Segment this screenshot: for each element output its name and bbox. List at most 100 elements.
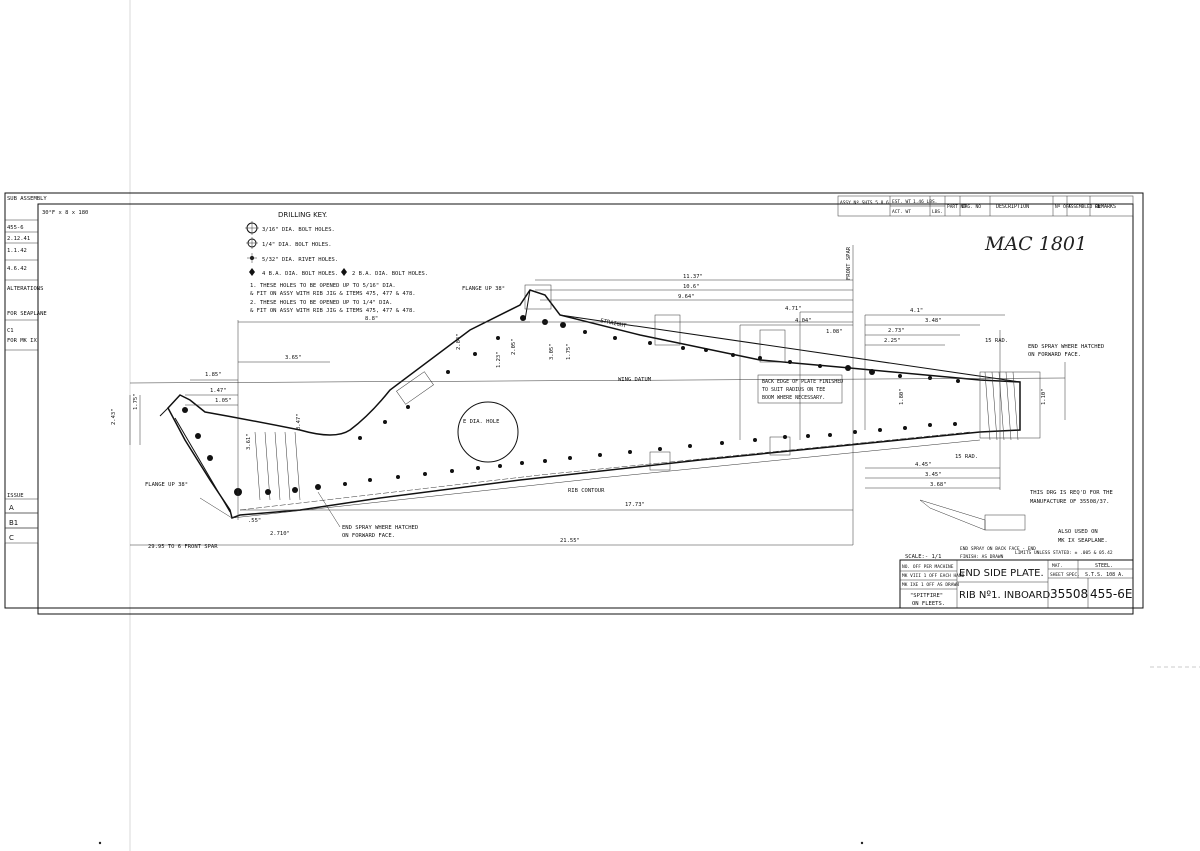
rev-entry: C1 — [7, 328, 14, 334]
material: STEEL. — [1095, 563, 1113, 569]
rivet-holes — [182, 315, 960, 496]
handwritten-reference: MAC 1801 — [984, 233, 1087, 255]
dim-label: .55" — [248, 518, 261, 524]
rev-entry: 4.6.42 — [7, 266, 27, 272]
dim-label: 1.23" — [496, 351, 502, 368]
parts-header-block: ASSY Nº SHTS 5.8.6 EST. WT 1.46 LBS. ACT… — [837, 195, 1134, 217]
drill-key-item: 4 B.A. DIA. BOLT HOLES. — [262, 271, 338, 277]
annotations: FLANGE UP 38° FLANGE UP 38° STRAIGHT WIN… — [145, 246, 1113, 550]
rev-entry: FOR SEAPLANE — [7, 311, 47, 317]
straight-label: STRAIGHT — [600, 318, 628, 330]
dim-label: 1.80" — [899, 388, 905, 405]
dimension-labels: 11.37" 10.6" 9.64" 4.71" 4.04" 1.08" 4.1… — [111, 274, 1047, 544]
dim-label: 4.45" — [915, 462, 932, 468]
dim-label: 1.10" — [1041, 388, 1047, 405]
header-part-no: PART NO — [947, 204, 966, 210]
front-spar-right: FRONT SPAR — [846, 246, 852, 280]
limits-label: LIMITS UNLESS STATED: ± .005 & 05.42 — [1015, 550, 1113, 556]
dim-label: 21.55" — [560, 538, 580, 544]
drawing-frame — [37, 203, 1134, 615]
part-number: 455-6E — [1090, 587, 1132, 601]
front-spar-label: 29.95 TO 6 FRONT SPAR — [148, 544, 218, 550]
dim-label: 1.75" — [133, 393, 139, 410]
drg-note: THIS DRG IS REQ'D FOR THE — [1030, 490, 1113, 496]
drill-key-item: 2 B.A. DIA. BOLT HOLES. — [352, 271, 428, 277]
drawing-number: 35508 — [1050, 587, 1088, 601]
large-lightening-hole — [457, 401, 519, 463]
drill-key-item: 5/32" DIA. RIVET HOLES. — [262, 257, 338, 263]
back-edge-note: BOOM WHERE NECESSARY. — [762, 395, 825, 401]
rev-entry: FOR MK IX — [7, 338, 37, 344]
drilling-key-title: DRILLING KEY. — [278, 211, 327, 219]
scale-note: 30°F x 8 x 180 — [42, 210, 88, 216]
header-drg-no: DRG. NO — [962, 204, 981, 210]
rev-entry: 2.12.41 — [7, 236, 30, 242]
dim-label: 4.04" — [795, 318, 812, 324]
mk-viii-label: MK VIII 1 OFF EACH HAND — [902, 573, 965, 579]
end-spray-title: END SPRAY ON BACK FACE - END — [960, 546, 1036, 552]
part-subtitle: RIB Nº1. INBOARD. — [959, 590, 1053, 601]
also-used-note: MK IX SEAPLANE. — [1058, 538, 1108, 544]
header-lbs: LBS. — [932, 209, 943, 215]
dim-label: 10.6" — [683, 284, 700, 290]
spec-label: SHEET SPEC. — [1050, 572, 1080, 578]
dim-label: 4.71" — [785, 306, 802, 312]
dim-label: 1.05" — [215, 398, 232, 404]
dim-label: 1.47" — [210, 388, 227, 394]
drilling-key: DRILLING KEY. 3/16" DIA. BOLT HOLES. 1/4… — [245, 211, 428, 314]
drill-key-item: 1/4" DIA. BOLT HOLES. — [262, 242, 332, 248]
dim-label: 2.84" — [456, 333, 462, 350]
header-act-wt: ACT. WT — [892, 209, 911, 215]
drill-key-note: & FIT ON ASSY WITH RIB JIG & ITEMS 475, … — [250, 291, 416, 297]
also-used-note: ALSO USED ON — [1058, 529, 1098, 535]
dim-label: 3.45" — [925, 472, 942, 478]
title-block: SCALE:- 1/1 NO. OFF PER MACHINE MK VIII … — [899, 546, 1134, 609]
scale-label: SCALE:- 1/1 — [905, 554, 941, 560]
dim-label: 8.8" — [365, 316, 378, 322]
back-edge-note: TO SUIT RADIUS ON TEE — [762, 387, 825, 393]
rev-entry: 455-6 — [7, 225, 24, 231]
mat-label: MAT. — [1052, 563, 1063, 569]
rib-contour-label: RIB CONTOUR — [568, 488, 605, 494]
dim-label: 3.61" — [246, 433, 252, 450]
header-description: DESCRIPTION — [996, 204, 1029, 210]
dim-label: 1.08" — [826, 329, 843, 335]
dim-label: 3.47" — [296, 413, 302, 430]
dim-label: 1.85" — [205, 372, 222, 378]
header-assy: ASSY Nº SHTS 5.8.6 — [840, 200, 889, 206]
wing-datum-label: WING DATUM — [618, 377, 652, 383]
finish-label: FINISH: AS DRAWN — [960, 554, 1004, 560]
drawing-border — [4, 192, 1144, 609]
spec-value: S.T.S. 108 A. — [1085, 572, 1124, 578]
dim-label: 17.73" — [625, 502, 645, 508]
dim-label: 3.05" — [549, 343, 555, 360]
dim-label: 9.64" — [678, 294, 695, 300]
header-assembled-on: ASSEMBLED ON — [1068, 204, 1101, 210]
drg-note: MANUFACTURE OF 35508/37. — [1030, 499, 1109, 505]
flange-up-left: FLANGE UP 38° — [145, 482, 188, 488]
part-title: END SIDE PLATE. — [959, 568, 1044, 579]
end-spray-note: ON FORWARD FACE. — [342, 533, 395, 539]
drill-key-item: 3/16" DIA. BOLT HOLES. — [262, 227, 335, 233]
dim-label: 2.710" — [270, 531, 290, 537]
dim-label: 2.25" — [884, 338, 901, 344]
end-spray-note: END SPRAY WHERE HATCHED — [342, 525, 418, 531]
header-est-val: 1.46 LBS. — [913, 199, 937, 205]
fleets-label: ON FLEETS. — [912, 601, 945, 607]
revision-column: SUB ASSEMBLY 455-6 2.12.41 1.1.42 4.6.42… — [4, 196, 47, 544]
dim-label: 2.43" — [111, 408, 117, 425]
issue-letter: A — [9, 504, 14, 512]
mk-ix-label: MK IXE 1 OFF AS DRAWN — [902, 582, 959, 588]
header-est-wt: EST. WT — [892, 199, 911, 205]
spitfire-label: "SPITFIRE" — [910, 593, 943, 599]
dim-label: 11.37" — [683, 274, 703, 280]
header-remarks: REMARKS — [1095, 204, 1116, 210]
issue-label: ISSUE — [7, 493, 24, 499]
dim-label: 3.48" — [925, 318, 942, 324]
issue-letter: C — [9, 534, 14, 542]
flange-up-top: FLANGE UP 38° — [462, 286, 505, 292]
end-side-plate-outline: E DIA. HOLE — [159, 284, 1041, 519]
dim-label: 2.05" — [511, 338, 517, 355]
rev-entry: SUB ASSEMBLY — [7, 196, 47, 202]
